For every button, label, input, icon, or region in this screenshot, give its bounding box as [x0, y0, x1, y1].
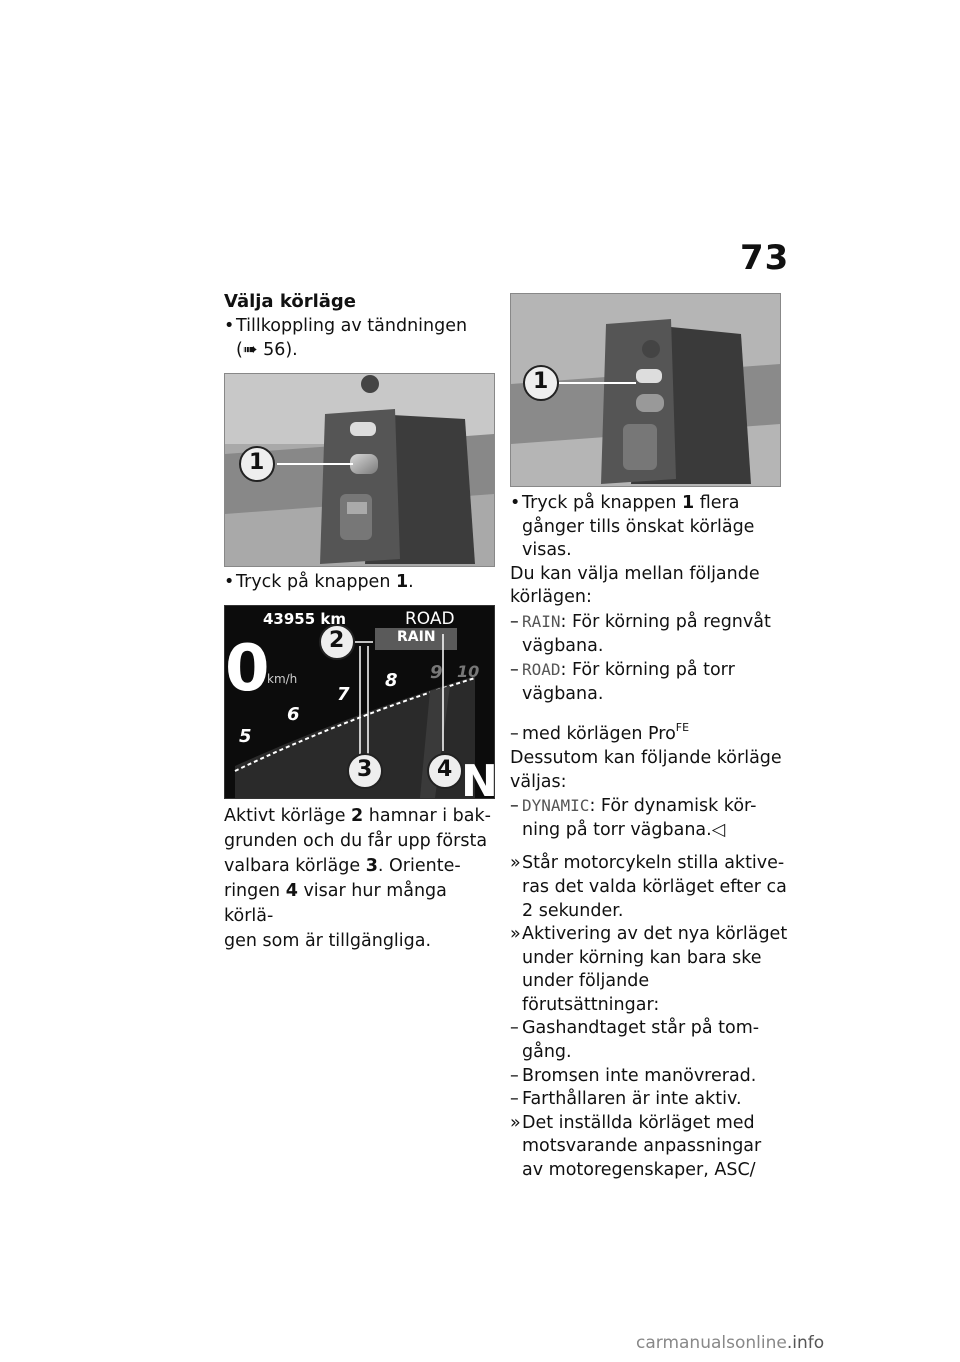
odometer: 43955 km — [263, 610, 347, 628]
tach-digit-6: 6 — [287, 704, 300, 725]
figure-dashboard: 43955 km ROAD RAIN 0 km/h 5 6 7 8 9 10 N… — [224, 605, 495, 799]
bullet-press: •Tryck på knappen 1 flera — [510, 493, 740, 513]
pro-line: –med körlägen ProFE — [510, 721, 690, 745]
speed-digit: 0 — [225, 632, 270, 706]
arrow-ref-icon: ➠ — [242, 340, 264, 360]
page-number: 73 — [740, 238, 790, 278]
callout-4: 4 — [437, 757, 453, 782]
callout-1: 1 — [249, 450, 265, 475]
result-1: »Står motorcykeln stilla aktive- — [510, 853, 785, 874]
condition-2: –Bromsen inte manövrerad. — [510, 1065, 757, 1086]
mode-selected: RAIN — [397, 629, 436, 645]
left-column: Välja körläge •Tillkoppling av tändninge… — [224, 290, 494, 362]
condition-3: –Farthållaren är inte aktiv. — [510, 1089, 742, 1110]
dashboard-image — [225, 606, 494, 798]
tach-digit-9: 9 — [430, 662, 443, 683]
right-column: •Tryck på knappen 1 flera gånger tills ö… — [510, 492, 790, 1183]
section-heading: Välja körläge — [224, 291, 356, 312]
watermark[interactable]: carmanualsonline.info — [636, 1333, 825, 1353]
result-2: »Aktivering av det nya körläget — [510, 924, 788, 945]
mode-rain: –RAIN: För körning på regnvåt — [510, 611, 771, 632]
end-mark-icon: ◁ — [711, 819, 726, 840]
handlebar-switch-image — [225, 374, 494, 566]
speed-unit: km/h — [267, 672, 298, 686]
figure-handlebar-switch: 1 — [224, 373, 495, 567]
callout-1-right: 1 — [533, 369, 549, 394]
tach-digit-5: 5 — [239, 726, 252, 747]
bullet-ignition: •Tillkoppling av tändningen — [224, 316, 468, 336]
mode-dynamic: –DYNAMIC: För dynamisk kör- — [510, 796, 757, 817]
mode-road: –ROAD: För körning på torr — [510, 660, 735, 681]
left-paragraph: Aktivt körläge 2 hamnar i bak- grunden o… — [224, 806, 491, 951]
left-bullet-2: •Tryck på knappen 1. — [224, 572, 414, 592]
gear-indicator: N — [461, 756, 495, 799]
mode-current: ROAD — [405, 609, 455, 629]
tach-digit-8: 8 — [385, 670, 398, 691]
condition-1: –Gashandtaget står på tom- — [510, 1018, 760, 1039]
figure-handlebar-switch-2: 1 — [510, 293, 781, 487]
handlebar-switch-image-2 — [511, 294, 780, 486]
callout-2: 2 — [329, 628, 345, 653]
callout-3: 3 — [357, 757, 373, 782]
result-3: »Det inställda körläget med — [510, 1112, 755, 1133]
tach-digit-10: 10 — [457, 662, 480, 681]
bullet-ignition-ref: (➠ 56). — [236, 340, 298, 360]
tach-digit-7: 7 — [337, 684, 350, 705]
